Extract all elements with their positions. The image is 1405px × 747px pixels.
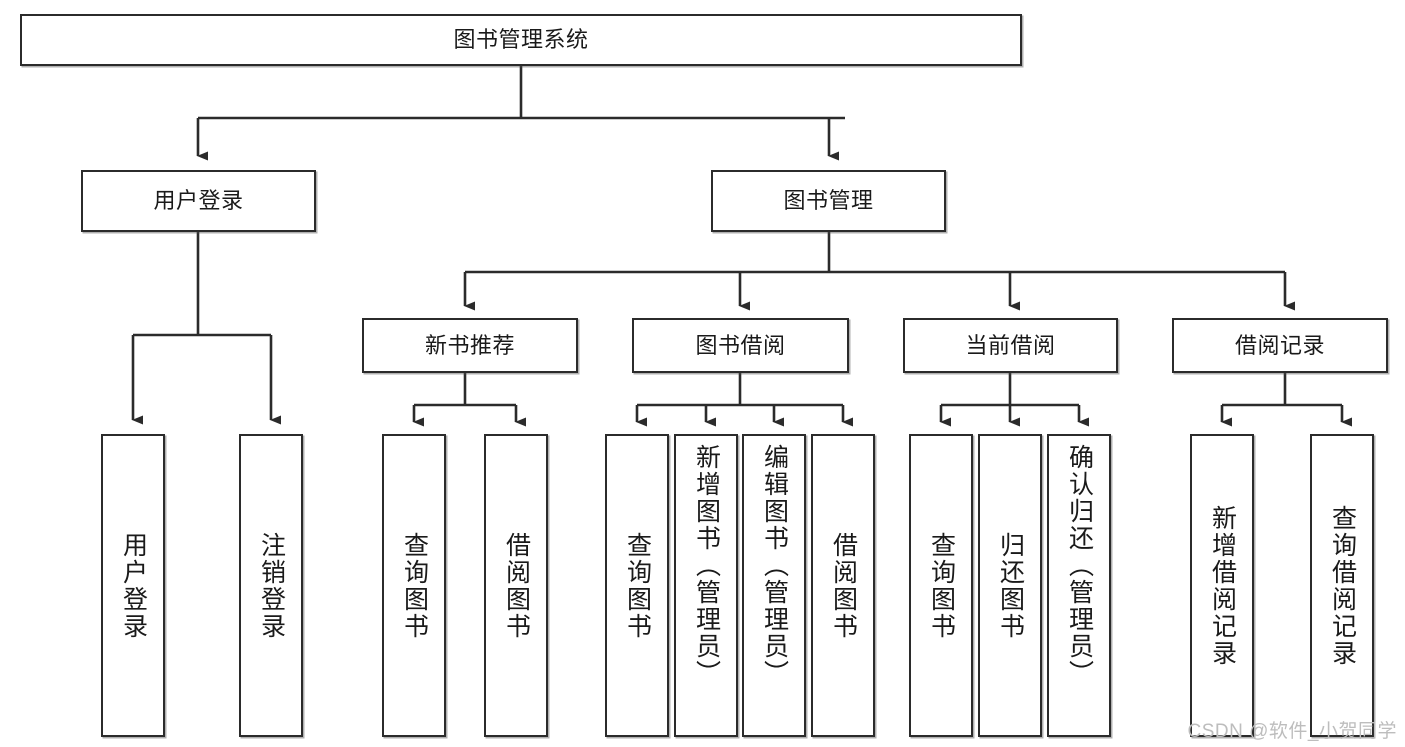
node-leaf-add-record-label: 新增借阅记录 bbox=[1208, 504, 1237, 667]
node-leaf-query-book-3[interactable]: 查询图书 bbox=[909, 434, 973, 737]
node-book-borrow[interactable]: 图书借阅 bbox=[632, 318, 849, 373]
node-leaf-user-logout[interactable]: 注销登录 bbox=[239, 434, 303, 737]
node-leaf-return-book[interactable]: 归还图书 bbox=[978, 434, 1042, 737]
node-leaf-edit-book[interactable]: 编辑图书（管理员） bbox=[742, 434, 806, 737]
node-leaf-query-book-3-label: 查询图书 bbox=[927, 531, 956, 640]
node-leaf-query-book-1[interactable]: 查询图书 bbox=[382, 434, 446, 737]
node-leaf-user-logout-label: 注销登录 bbox=[257, 531, 286, 640]
node-leaf-add-book-label: 新增图书（管理员） bbox=[692, 444, 721, 687]
watermark-text: CSDN @软件_小贺同学 bbox=[1187, 721, 1397, 742]
node-leaf-confirm-return-label: 确认归还（管理员） bbox=[1065, 444, 1094, 687]
node-leaf-add-book[interactable]: 新增图书（管理员） bbox=[674, 434, 738, 737]
node-leaf-query-book-2-label: 查询图书 bbox=[623, 531, 652, 640]
node-user-login-label: 用户登录 bbox=[153, 188, 244, 214]
node-leaf-query-record-label: 查询借阅记录 bbox=[1328, 504, 1357, 667]
node-leaf-add-record[interactable]: 新增借阅记录 bbox=[1190, 434, 1254, 737]
node-leaf-query-book-2[interactable]: 查询图书 bbox=[605, 434, 669, 737]
node-borrow-record[interactable]: 借阅记录 bbox=[1172, 318, 1388, 373]
node-book-management[interactable]: 图书管理 bbox=[711, 170, 946, 232]
node-leaf-query-book-1-label: 查询图书 bbox=[400, 531, 429, 640]
node-current-borrow-label: 当前借阅 bbox=[965, 332, 1056, 358]
node-leaf-user-login-label: 用户登录 bbox=[119, 531, 148, 640]
node-leaf-return-book-label: 归还图书 bbox=[996, 531, 1025, 640]
node-new-book-recommend[interactable]: 新书推荐 bbox=[362, 318, 578, 373]
node-book-management-label: 图书管理 bbox=[783, 188, 874, 214]
node-leaf-borrow-book-2[interactable]: 借阅图书 bbox=[811, 434, 875, 737]
node-leaf-edit-book-label: 编辑图书（管理员） bbox=[760, 444, 789, 687]
node-current-borrow[interactable]: 当前借阅 bbox=[903, 318, 1118, 373]
node-leaf-borrow-book-1-label: 借阅图书 bbox=[502, 531, 531, 640]
node-leaf-confirm-return[interactable]: 确认归还（管理员） bbox=[1047, 434, 1111, 737]
node-root-label: 图书管理系统 bbox=[453, 27, 589, 53]
node-user-login[interactable]: 用户登录 bbox=[81, 170, 316, 232]
node-book-borrow-label: 图书借阅 bbox=[695, 332, 786, 358]
node-leaf-borrow-book-1[interactable]: 借阅图书 bbox=[484, 434, 548, 737]
node-borrow-record-label: 借阅记录 bbox=[1234, 332, 1325, 358]
node-root[interactable]: 图书管理系统 bbox=[20, 14, 1022, 66]
node-leaf-user-login[interactable]: 用户登录 bbox=[101, 434, 165, 737]
node-new-book-recommend-label: 新书推荐 bbox=[424, 332, 515, 358]
node-leaf-borrow-book-2-label: 借阅图书 bbox=[829, 531, 858, 640]
node-leaf-query-record[interactable]: 查询借阅记录 bbox=[1310, 434, 1374, 737]
